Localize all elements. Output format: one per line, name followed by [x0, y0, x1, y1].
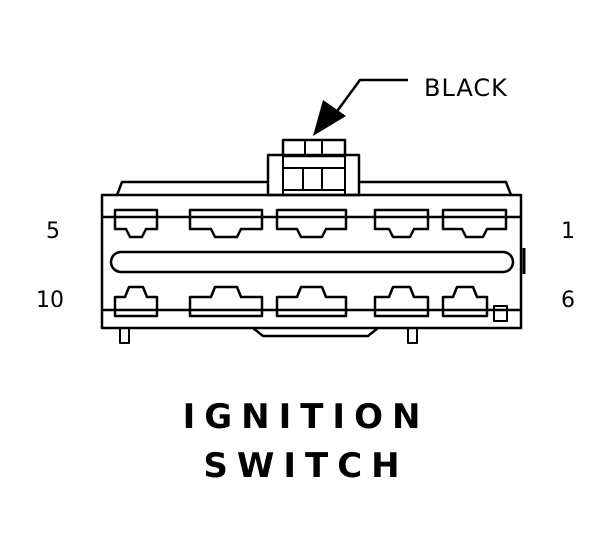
- cavity-pin-9: [188, 285, 264, 318]
- pin-label-5: 5: [46, 219, 60, 244]
- cavity-pin-3: [275, 208, 348, 239]
- cavity-pin-6: [441, 285, 489, 318]
- pin-label-1: 1: [561, 219, 575, 244]
- pin-label-10: 10: [36, 288, 64, 313]
- connector-latch: [266, 138, 361, 197]
- bottom-cavity-row: [113, 285, 489, 318]
- cavity-pin-4: [188, 208, 264, 239]
- callout-arrowhead: [313, 100, 346, 136]
- polarizing-stub: [493, 305, 508, 322]
- center-key-slot: [109, 250, 515, 274]
- cavity-pin-10: [113, 285, 159, 318]
- cavity-pin-1: [441, 208, 508, 239]
- callout-leader: [313, 78, 408, 136]
- cavity-pin-2: [373, 208, 430, 239]
- cavity-pin-5: [113, 208, 159, 239]
- top-cavity-row: [113, 208, 508, 239]
- connector-body: [100, 193, 526, 330]
- connector-feet: [119, 327, 418, 344]
- diagram-title-line1: IGNITION: [183, 397, 430, 437]
- connector-top-shoulder: [115, 180, 513, 196]
- diagram-title-line2: SWITCH: [203, 446, 408, 486]
- cavity-pin-8: [275, 285, 348, 318]
- pin-label-6: 6: [561, 288, 575, 313]
- cavity-pin-7: [373, 285, 430, 318]
- callout-label: BLACK: [424, 74, 508, 102]
